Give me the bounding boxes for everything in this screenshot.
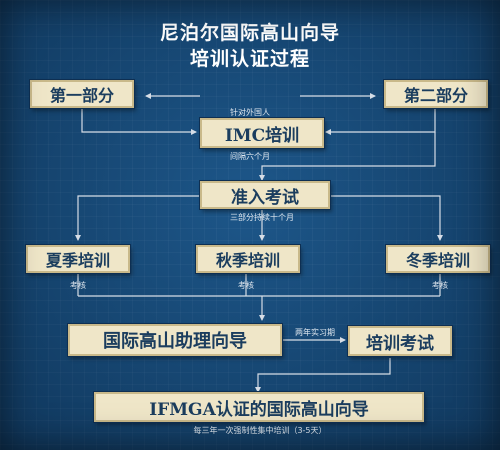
autumn-training-box: 秋季培训 <box>196 245 300 273</box>
connector-part2-exam <box>259 132 436 181</box>
connector-part1-imc <box>81 108 197 135</box>
internship-label: 两年实习期 <box>295 328 335 337</box>
title-line2: 培训认证过程 <box>189 48 310 70</box>
summer-assess-label: 考核 <box>70 281 86 290</box>
summer-training-box: 夏季培训 <box>26 245 130 273</box>
ifmga-guide-box: IFMGA认证的国际高山向导 <box>94 392 424 422</box>
winter-training-box: 冬季培训 <box>386 245 490 273</box>
part1-box: 第一部分 <box>30 80 134 108</box>
imc-note-below: 间隔六个月 <box>230 152 270 161</box>
title-line1: 尼泊尔国际高山向导 <box>159 22 340 44</box>
refresher-note: 每三年一次强制性集中培训（3-5天） <box>193 426 327 435</box>
imc-note-above: 针对外国人 <box>230 108 270 117</box>
entrance-exam-box: 准入考试 <box>200 181 330 209</box>
connector-exam-ifmga <box>255 358 391 393</box>
training-exam-box: 培训考试 <box>348 326 452 356</box>
connector-branch-right <box>330 195 443 241</box>
connector-part2-imc <box>325 108 436 135</box>
connector-branch-left <box>75 195 200 241</box>
imc-box: IMC培训 <box>200 118 324 148</box>
assistant-guide-box: 国际高山助理向导 <box>68 324 282 356</box>
autumn-assess-label: 考核 <box>238 281 254 290</box>
winter-assess-label: 考核 <box>432 281 448 290</box>
part2-box: 第二部分 <box>384 80 488 108</box>
exam-note-below: 三部分持续十个月 <box>230 213 294 222</box>
